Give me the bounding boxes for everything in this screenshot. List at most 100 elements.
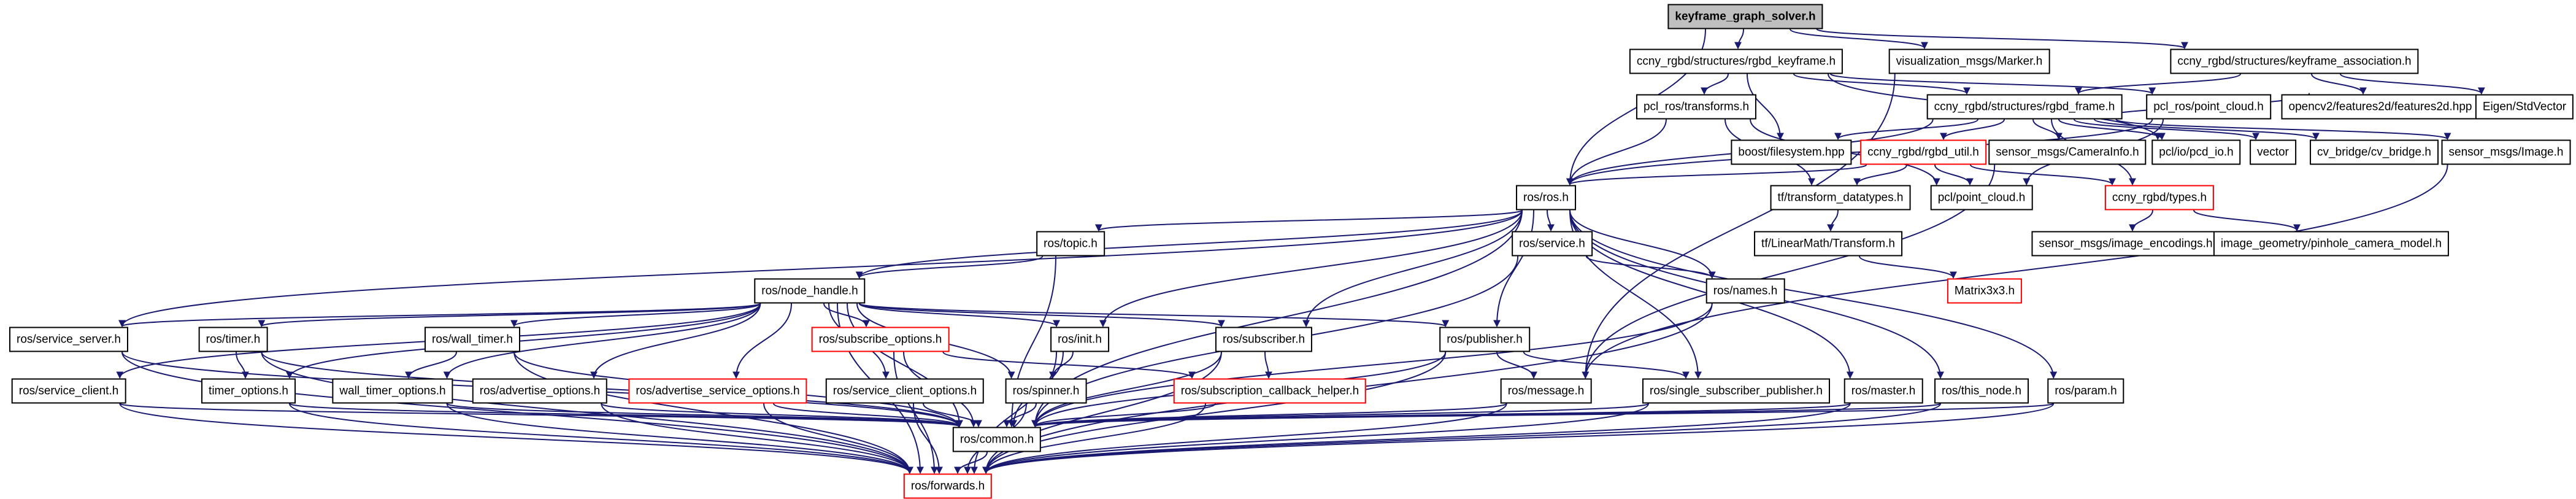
graph-node-camera_info[interactable]: sensor_msgs/CameraInfo.h [1988, 139, 2147, 165]
edge-kfa-opencv_features2d [2311, 74, 2367, 95]
graph-node-types[interactable]: ccny_rgbd/types.h [2104, 185, 2215, 211]
graph-node-marker[interactable]: visualization_msgs/Marker.h [1888, 48, 2050, 74]
graph-node-sub_cb_helper[interactable]: ros/subscription_callback_helper.h [1173, 378, 1367, 404]
edge-timer-timer_options [236, 352, 249, 379]
graph-node-subscriber[interactable]: ros/subscriber.h [1215, 327, 1313, 352]
edge-param-common [1032, 403, 2055, 428]
edge-node_handle-advertise_options [590, 303, 761, 379]
graph-node-image_encodings[interactable]: sensor_msgs/image_encodings.h [2031, 231, 2220, 257]
graph-node-topic[interactable]: ros/topic.h [1036, 231, 1105, 257]
graph-node-pcl_point_cloud[interactable]: pcl/point_cloud.h [1930, 185, 2033, 211]
graph-node-forwards[interactable]: ros/forwards.h [903, 473, 993, 499]
edge-rgbd_frame-camera_info [2032, 119, 2063, 141]
graph-node-cv_bridge[interactable]: cv_bridge/cv_bridge.h [2310, 139, 2439, 165]
graph-node-this_node[interactable]: ros/this_node.h [1934, 378, 2029, 404]
edge-node_handle-wall_timer_options [443, 303, 761, 379]
graph-node-tf_transform[interactable]: tf/LinearMath/Transform.h [1754, 231, 1902, 257]
graph-node-rgbd_keyframe[interactable]: ccny_rgbd/structures/rgbd_keyframe.h [1629, 48, 1844, 74]
graph-node-tf_datatypes[interactable]: tf/transform_datatypes.h [1770, 185, 1911, 211]
edge-wall_timer-wall_timer_options [405, 352, 457, 379]
edge-node_handle-init [858, 303, 1060, 328]
graph-node-node_handle[interactable]: ros/node_handle.h [754, 278, 866, 304]
edge-kgs-kfa [1816, 28, 2188, 50]
graph-node-param[interactable]: ros/param.h [2047, 378, 2124, 404]
edge-common-forwards [954, 452, 988, 474]
graph-node-subscribe_options[interactable]: ros/subscribe_options.h [811, 327, 950, 352]
edge-timer-common [261, 352, 963, 428]
graph-node-sensor_image[interactable]: sensor_msgs/Image.h [2441, 139, 2571, 165]
graph-node-opencv_features2d[interactable]: opencv2/features2d/features2d.hpp [2281, 94, 2480, 120]
edge-wall_timer_options-common [446, 403, 963, 428]
edge-subscribe_options-sub_cb_helper [942, 351, 1196, 379]
graph-node-pinhole[interactable]: image_geometry/pinhole_camera_model.h [2213, 231, 2450, 257]
edge-rgbd_frame-rgbd_util [1940, 119, 2005, 141]
edge-node_handle-publisher [858, 303, 1449, 328]
graph-node-service_client[interactable]: ros/service_client.h [11, 378, 126, 404]
edge-node_handle-subscriber [858, 303, 1225, 328]
edge-sub_cb_helper-common [1031, 403, 1216, 428]
edge-advertise_options-common [601, 403, 963, 428]
graph-node-service_server[interactable]: ros/service_server.h [9, 327, 129, 352]
edge-service_client_options-forwards [913, 403, 943, 474]
edge-types-image_encodings [2129, 210, 2153, 232]
edge-ros-param [1569, 210, 2058, 379]
edge-service-names [1585, 255, 1716, 279]
graph-node-timer[interactable]: ros/timer.h [198, 327, 268, 352]
graph-node-advertise_service_options[interactable]: ros/advertise_service_options.h [628, 378, 807, 404]
edge-wall_timer_options-forwards [446, 403, 913, 474]
edge-ros-init [1099, 210, 1523, 328]
edge-advertise_service_options-forwards [763, 403, 913, 474]
edge-rgbd_util-ros [1566, 164, 1867, 186]
graph-node-rgbd_util[interactable]: ccny_rgbd/rgbd_util.h [1860, 139, 1986, 165]
graph-node-pcl_ros_point_cloud[interactable]: pcl_ros/point_cloud.h [2146, 94, 2271, 120]
graph-node-vector_hdr[interactable]: vector [2250, 139, 2296, 165]
graph-node-matrix3x3[interactable]: Matrix3x3.h [1947, 278, 2023, 304]
graph-node-service_client_options[interactable]: ros/service_client_options.h [825, 378, 985, 404]
graph-node-kfa[interactable]: ccny_rgbd/structures/keyframe_associatio… [2170, 48, 2419, 74]
graph-node-publisher[interactable]: ros/publisher.h [1439, 327, 1530, 352]
graph-node-advertise_options[interactable]: ros/advertise_options.h [472, 378, 608, 404]
edge-ros-names [1569, 210, 1716, 279]
graph-node-wall_timer_options[interactable]: wall_timer_options.h [332, 378, 453, 404]
graph-node-rgbd_frame[interactable]: ccny_rgbd/structures/rgbd_frame.h [1926, 94, 2123, 120]
edge-kfa-rgbd_frame [2075, 73, 2241, 95]
edge-init-spinner [1049, 352, 1074, 379]
graph-node-eigen_stdvector[interactable]: Eigen/StdVector [2475, 94, 2574, 120]
edge-types-pinhole [2193, 209, 2301, 232]
edge-advertise_service_options-common [773, 403, 963, 428]
edge-spinner-common [1003, 403, 1037, 428]
edge-topic-node_handle [855, 255, 1044, 279]
graph-node-init[interactable]: ros/init.h [1050, 327, 1109, 352]
graph-node-master[interactable]: ros/master.h [1844, 378, 1923, 404]
edge-ssp-forwards [982, 403, 1649, 474]
graph-node-common[interactable]: ros/common.h [952, 427, 1042, 452]
edge-param-forwards [982, 403, 2055, 474]
edge-node_handle-wall_timer [510, 303, 761, 328]
graph-node-service[interactable]: ros/service.h [1512, 231, 1593, 257]
graph-node-spinner[interactable]: ros/spinner.h [1005, 378, 1087, 404]
edge-node_handle-timer [258, 303, 761, 328]
edge-rgbd_frame-vector_hdr [2074, 118, 2259, 141]
edge-kgs-rgbd_keyframe [1734, 29, 1744, 50]
edge-ros-node_handle [855, 210, 1523, 279]
graph-node-pcl_ros_transforms[interactable]: pcl_ros/transforms.h [1636, 94, 1757, 120]
edge-rgbd_util-pcl_point_cloud [1934, 164, 1974, 186]
edge-rgbd_frame-boost_filesystem [1834, 118, 1978, 141]
edge-node_handle-service_server [118, 303, 761, 328]
graph-node-ros[interactable]: ros/ros.h [1516, 185, 1576, 211]
edge-marker-message [1582, 74, 1896, 379]
graph-node-wall_timer[interactable]: ros/wall_timer.h [425, 327, 520, 352]
edge-sub_cb_helper-forwards [982, 403, 1206, 474]
graph-node-timer_options[interactable]: timer_options.h [201, 378, 296, 404]
edge-ros-service [1547, 210, 1555, 232]
edge-rgbd_keyframe-boost_filesystem [1747, 74, 1784, 141]
graph-node-names[interactable]: ros/names.h [1705, 278, 1785, 304]
graph-node-kgs: keyframe_graph_solver.h [1667, 4, 1823, 29]
edge-tf_datatypes-tf_transform [1827, 210, 1839, 232]
graph-node-ssp[interactable]: ros/single_subscriber_publisher.h [1642, 378, 1830, 404]
graph-node-message[interactable]: ros/message.h [1500, 378, 1592, 404]
edge-ros-subscriber [1302, 210, 1523, 328]
graph-node-boost_filesystem[interactable]: boost/filesystem.hpp [1731, 139, 1852, 165]
graph-node-pcd_io[interactable]: pcl/io/pcd_io.h [2151, 139, 2241, 165]
